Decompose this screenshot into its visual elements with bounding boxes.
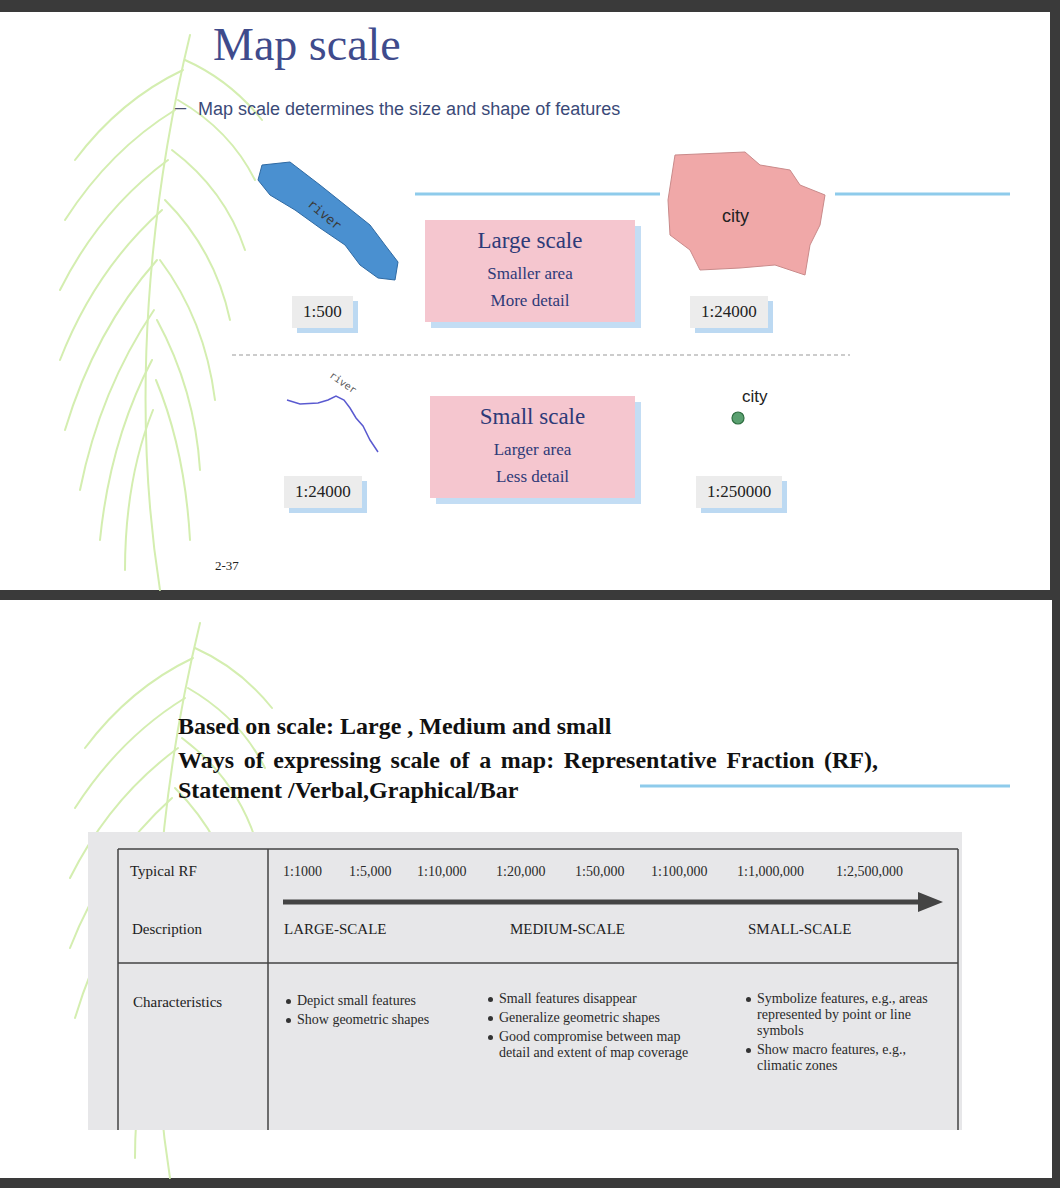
shape-fill xyxy=(668,152,825,275)
table-cell: Typical RF xyxy=(130,863,197,880)
bullet-column: Small features disappearGeneralize geome… xyxy=(488,991,703,1064)
table-cell: 1:1,000,000 xyxy=(737,864,804,880)
bullet-item: Show macro features, e.g., climatic zone… xyxy=(746,1042,951,1074)
scale-text: 1:24000 xyxy=(295,482,351,501)
scale-type-box: Large scaleSmaller areaMore detail xyxy=(425,220,635,322)
scale-box: 1:24000 xyxy=(284,476,362,508)
table-cell: 1:50,000 xyxy=(575,864,624,880)
slide-text: Ways of expressing scale of a map: Repre… xyxy=(178,745,878,805)
bullet-item: Symbolize features, e.g., areas represen… xyxy=(746,991,951,1039)
table-cell: MEDIUM-SCALE xyxy=(510,921,625,938)
accent-line xyxy=(640,785,1010,788)
table-cell: 1:20,000 xyxy=(496,864,545,880)
box-line: Smaller area xyxy=(487,260,572,287)
box-line: More detail xyxy=(491,287,570,314)
slide-text: Map scale determines the size and shape … xyxy=(198,99,620,120)
bullet-text: Symbolize features, e.g., areas represen… xyxy=(757,991,951,1039)
bullet-text: Good compromise between map detail and e… xyxy=(499,1029,703,1061)
scale-text: 1:500 xyxy=(303,302,342,321)
box-heading: Large scale xyxy=(478,228,583,254)
table-cell: 1:2,500,000 xyxy=(836,864,903,880)
bullet-item: Show geometric shapes xyxy=(286,1012,461,1028)
river-line xyxy=(287,396,378,452)
divider-line xyxy=(232,355,850,356)
bullet-text: Small features disappear xyxy=(499,991,637,1007)
bullet-dot xyxy=(286,1018,291,1023)
bullet-item: Generalize geometric shapes xyxy=(488,1010,703,1026)
table-grid xyxy=(118,849,958,1130)
bullet-dot xyxy=(488,1016,493,1021)
table-cell: Characteristics xyxy=(133,994,222,1011)
bullet-text: Depict small features xyxy=(297,993,416,1009)
scale-arrow xyxy=(283,900,922,905)
slide-title: Map scale xyxy=(213,18,401,71)
box-heading: Small scale xyxy=(480,404,585,430)
bullet-text: Show geometric shapes xyxy=(297,1012,429,1028)
slide-text: city xyxy=(742,387,768,407)
table-cell: 1:100,000 xyxy=(651,864,707,880)
bullet-column: Symbolize features, e.g., areas represen… xyxy=(746,991,951,1077)
bullet-dot xyxy=(286,999,291,1004)
slide-panel xyxy=(0,600,1052,1178)
city-dot xyxy=(732,412,744,424)
table-cell: Description xyxy=(132,921,202,938)
shape-fill xyxy=(258,162,398,280)
scale-text: 1:250000 xyxy=(707,482,771,501)
bullet-dot xyxy=(488,1035,493,1040)
bullet-text: Show macro features, e.g., climatic zone… xyxy=(757,1042,951,1074)
slide-text: Based on scale: Large , Medium and small xyxy=(178,713,611,740)
slide-text: river xyxy=(328,369,359,395)
scale-box: 1:500 xyxy=(292,296,353,328)
box-line: Less detail xyxy=(496,463,569,490)
bullet-item: Good compromise between map detail and e… xyxy=(488,1029,703,1061)
city-shape: city xyxy=(665,150,830,278)
table-cell: SMALL-SCALE xyxy=(748,921,851,938)
shape-label: city xyxy=(722,206,749,227)
slide-text: 2-37 xyxy=(215,558,239,574)
bullet-item: Small features disappear xyxy=(488,991,703,1007)
scale-box: 1:24000 xyxy=(690,296,768,328)
table-cell: 1:10,000 xyxy=(417,864,466,880)
bullet-dot xyxy=(746,1048,751,1053)
scale-text: 1:24000 xyxy=(701,302,757,321)
table-cell: LARGE-SCALE xyxy=(284,921,387,938)
bullet-dot xyxy=(746,997,751,1002)
table-photo xyxy=(88,832,962,1130)
slide-text: – xyxy=(175,96,186,119)
scale-box: 1:250000 xyxy=(696,476,782,508)
bullet-dot xyxy=(488,997,493,1002)
box-line: Larger area xyxy=(494,436,572,463)
arrow-head xyxy=(918,892,943,912)
bullet-column: Depict small featuresShow geometric shap… xyxy=(286,993,461,1031)
table-cell: 1:5,000 xyxy=(349,864,391,880)
table-cell: 1:1000 xyxy=(283,864,322,880)
slide-panel xyxy=(0,12,1050,590)
bullet-item: Depict small features xyxy=(286,993,461,1009)
bullet-text: Generalize geometric shapes xyxy=(499,1010,660,1026)
river-shape: river xyxy=(255,155,405,285)
scale-type-box: Small scaleLarger areaLess detail xyxy=(430,396,635,498)
